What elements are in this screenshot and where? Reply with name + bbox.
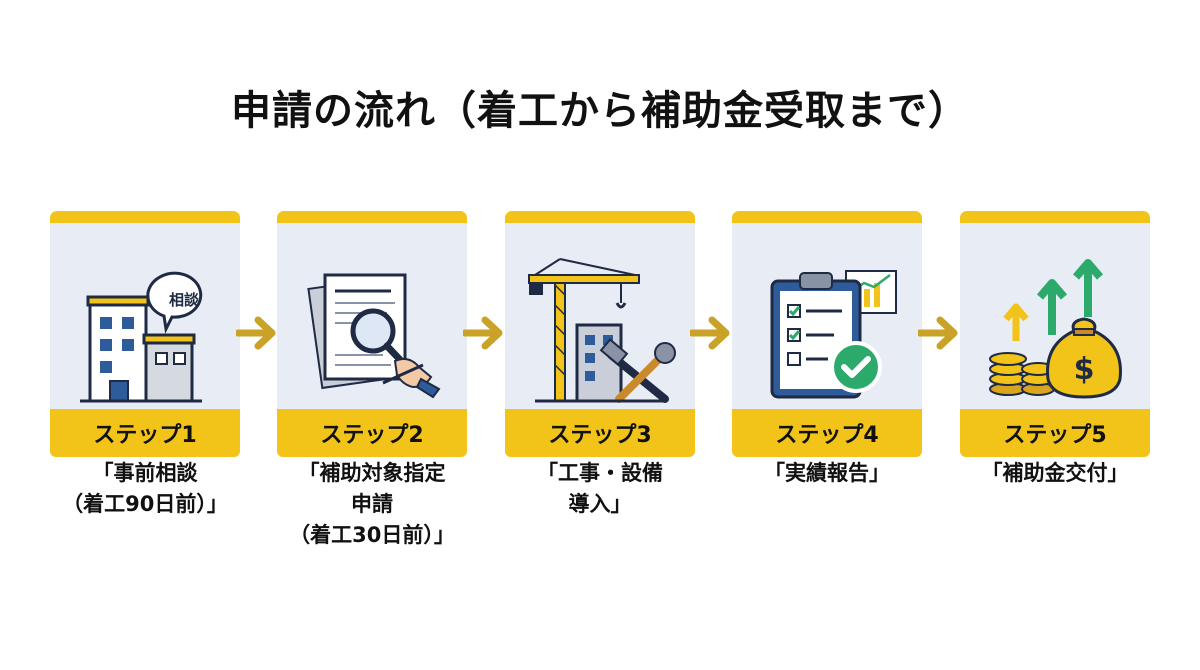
card-illustration-panel: $ xyxy=(960,223,1150,411)
step-description-2: 「補助対象指定 申請 （着工30日前）」 xyxy=(289,461,455,547)
card-top-band xyxy=(960,211,1150,225)
step-card-2: ステップ2 xyxy=(277,211,467,457)
step-description-5: 「補助金交付」 xyxy=(981,461,1129,485)
building-consultation-icon: 相談 xyxy=(80,271,203,403)
step-card-3: ステップ3 xyxy=(505,211,695,457)
card-top-band xyxy=(505,211,695,225)
step-label: ステップ4 xyxy=(732,409,922,457)
clipboard-check-icon xyxy=(770,270,897,399)
arrow-right-icon xyxy=(918,316,958,350)
step-card-4: ステップ4 xyxy=(732,211,922,457)
step-card-5: $ ステップ5 xyxy=(960,211,1150,457)
page-title: 申請の流れ（着工から補助金受取まで） xyxy=(231,88,969,134)
money-bag-growth-icon: $ xyxy=(989,259,1122,399)
card-illustration-panel: 相談 xyxy=(50,223,240,411)
bubble-text: 相談 xyxy=(169,291,200,309)
card-top-band xyxy=(50,211,240,225)
card-top-band xyxy=(277,211,467,225)
card-top-band xyxy=(732,211,922,225)
arrow-right-icon xyxy=(463,316,503,350)
step-label: ステップ2 xyxy=(277,409,467,457)
svg-text:$: $ xyxy=(1074,352,1095,387)
step-label: ステップ1 xyxy=(50,409,240,457)
arrow-right-icon xyxy=(236,316,276,350)
card-illustration-panel xyxy=(505,223,695,411)
crane-tools-icon xyxy=(528,258,676,403)
step-description-4: 「実績報告」 xyxy=(764,461,890,485)
step-description-3: 「工事・設備 導入」 xyxy=(537,461,663,516)
document-magnifier-icon xyxy=(307,273,441,399)
step-description-1: 「事前相談 （着工90日前）」 xyxy=(62,461,228,516)
card-illustration-panel xyxy=(732,223,922,411)
step-label: ステップ5 xyxy=(960,409,1150,457)
card-illustration-panel xyxy=(277,223,467,411)
step-card-1: 相談 ステップ1 xyxy=(50,211,240,457)
step-label: ステップ3 xyxy=(505,409,695,457)
arrow-right-icon xyxy=(690,316,730,350)
